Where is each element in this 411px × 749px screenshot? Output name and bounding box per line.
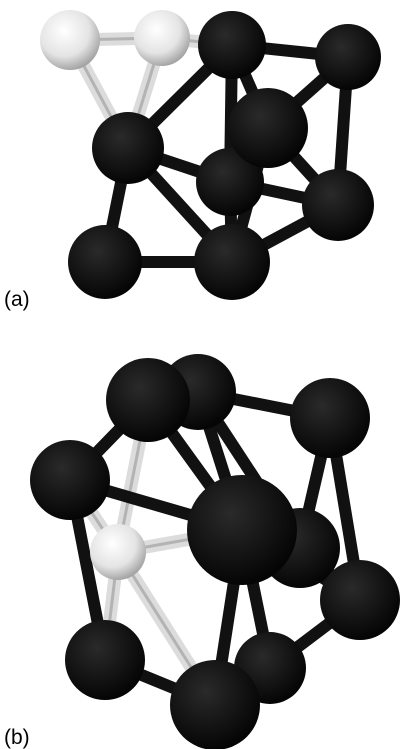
panel-b-label: (b)	[4, 726, 30, 749]
panel-b-atom-dark	[106, 358, 190, 442]
panel-b-atom-dark	[30, 440, 110, 520]
panel-a-atom-dark	[228, 88, 308, 168]
panel-b-atom-dark	[320, 560, 400, 640]
panel-a-atom-dark	[196, 148, 264, 216]
panel-b-atom-dark	[290, 378, 370, 458]
panel-b-atom-light	[90, 524, 146, 580]
panel-b-cluster	[30, 354, 400, 749]
panel-b-atom-dark	[187, 475, 297, 585]
panel-a-atom-dark	[302, 169, 374, 241]
panel-a-atom-dark	[92, 112, 164, 184]
panel-a-atom-dark	[68, 225, 142, 299]
panel-a-atom-light	[40, 10, 100, 70]
panel-b-atom-dark	[65, 620, 145, 700]
panel-a-atom-light	[134, 10, 190, 66]
panel-a-label: (a)	[4, 288, 30, 311]
panel-b-atom-dark	[170, 660, 260, 749]
panel-a-atom-dark	[315, 24, 381, 90]
panel-a-cluster	[40, 10, 381, 300]
panel-a-atom-dark	[194, 224, 270, 300]
panel-a-atom-dark	[198, 11, 266, 79]
